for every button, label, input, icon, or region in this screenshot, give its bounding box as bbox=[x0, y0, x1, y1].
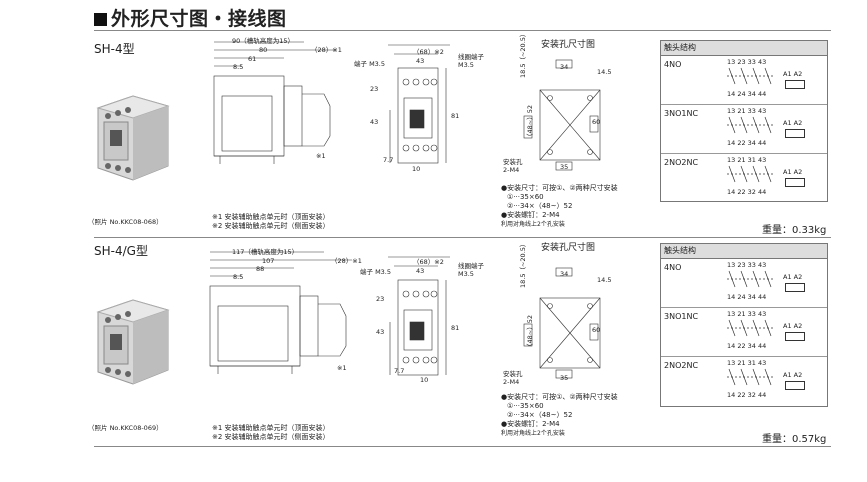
mount-hole-drawing bbox=[523, 59, 601, 171]
contact-symbol bbox=[727, 368, 773, 386]
notes: ※1 安装辅助触点单元时（顶面安装） ※2 安装辅助触点单元时（侧面安装） bbox=[212, 213, 330, 230]
notes: ※1 安装辅助触点单元时（顶面安装） ※2 安装辅助触点单元时（侧面安装） bbox=[212, 424, 330, 441]
contact-table: 触头结构 4NO 13 23 33 43 14 24 34 44 A1 A2 3… bbox=[660, 40, 828, 202]
contact-row: 4NO 13 23 33 43 14 24 34 44 A1 A2 bbox=[661, 259, 827, 308]
side-view-drawing bbox=[213, 41, 336, 164]
mount-notes: ●安装尺寸：可按①、②两种尺寸安装 ①···35×60 ②···34×（48~）… bbox=[501, 393, 618, 437]
contact-row: 2NO2NC 13 21 31 43 14 22 32 44 A1 A2 bbox=[661, 154, 827, 202]
front-view-drawing bbox=[388, 44, 450, 164]
contact-row: 3NO1NC 13 21 33 43 14 22 34 44 A1 A2 bbox=[661, 105, 827, 154]
model-label: SH-4/G型 bbox=[94, 244, 148, 258]
section-divider bbox=[94, 237, 831, 238]
title-divider bbox=[94, 30, 831, 31]
contact-symbol bbox=[727, 270, 773, 288]
coil-symbol bbox=[785, 332, 805, 341]
contact-symbol bbox=[727, 319, 773, 337]
product-photo bbox=[96, 95, 170, 181]
weight: 重量：0.57kg bbox=[762, 434, 827, 445]
mount-hole-drawing bbox=[523, 267, 601, 379]
contact-table: 触头结构 4NO 13 23 33 43 14 24 34 44 A1 A2 3… bbox=[660, 243, 828, 407]
coil-symbol bbox=[785, 178, 805, 187]
model-label: SH-4型 bbox=[94, 42, 135, 56]
coil-symbol bbox=[785, 283, 805, 292]
coil-symbol bbox=[785, 80, 805, 89]
side-view-drawing bbox=[209, 251, 352, 374]
contact-symbol bbox=[727, 116, 773, 134]
photo-caption: （照片 No.KKC08-068） bbox=[88, 218, 163, 226]
mount-title: 安装孔尺寸图 bbox=[541, 40, 596, 50]
weight: 重量：0.33kg bbox=[762, 225, 827, 236]
coil-symbol bbox=[785, 129, 805, 138]
product-photo bbox=[96, 299, 170, 385]
mount-notes: ●安装尺寸：可按①、②两种尺寸安装 ①···35×60 ②···34×（48~）… bbox=[501, 184, 618, 228]
mount-title: 安装孔尺寸图 bbox=[541, 243, 596, 253]
section-divider bbox=[94, 446, 831, 447]
contact-row: 2NO2NC 13 21 31 43 14 22 32 44 A1 A2 bbox=[661, 357, 827, 405]
contact-symbol bbox=[727, 165, 773, 183]
contact-row: 3NO1NC 13 21 33 43 14 22 34 44 A1 A2 bbox=[661, 308, 827, 357]
square-bullet-icon bbox=[94, 13, 107, 26]
contact-symbol bbox=[727, 67, 773, 85]
page-title: 外形尺寸图・接线图 bbox=[94, 4, 287, 31]
coil-symbol bbox=[785, 381, 805, 390]
contact-row: 4NO 13 23 33 43 14 24 34 44 A1 A2 bbox=[661, 56, 827, 105]
photo-caption: （照片 No.KKC08-069） bbox=[88, 424, 163, 432]
front-view-drawing bbox=[388, 256, 450, 376]
